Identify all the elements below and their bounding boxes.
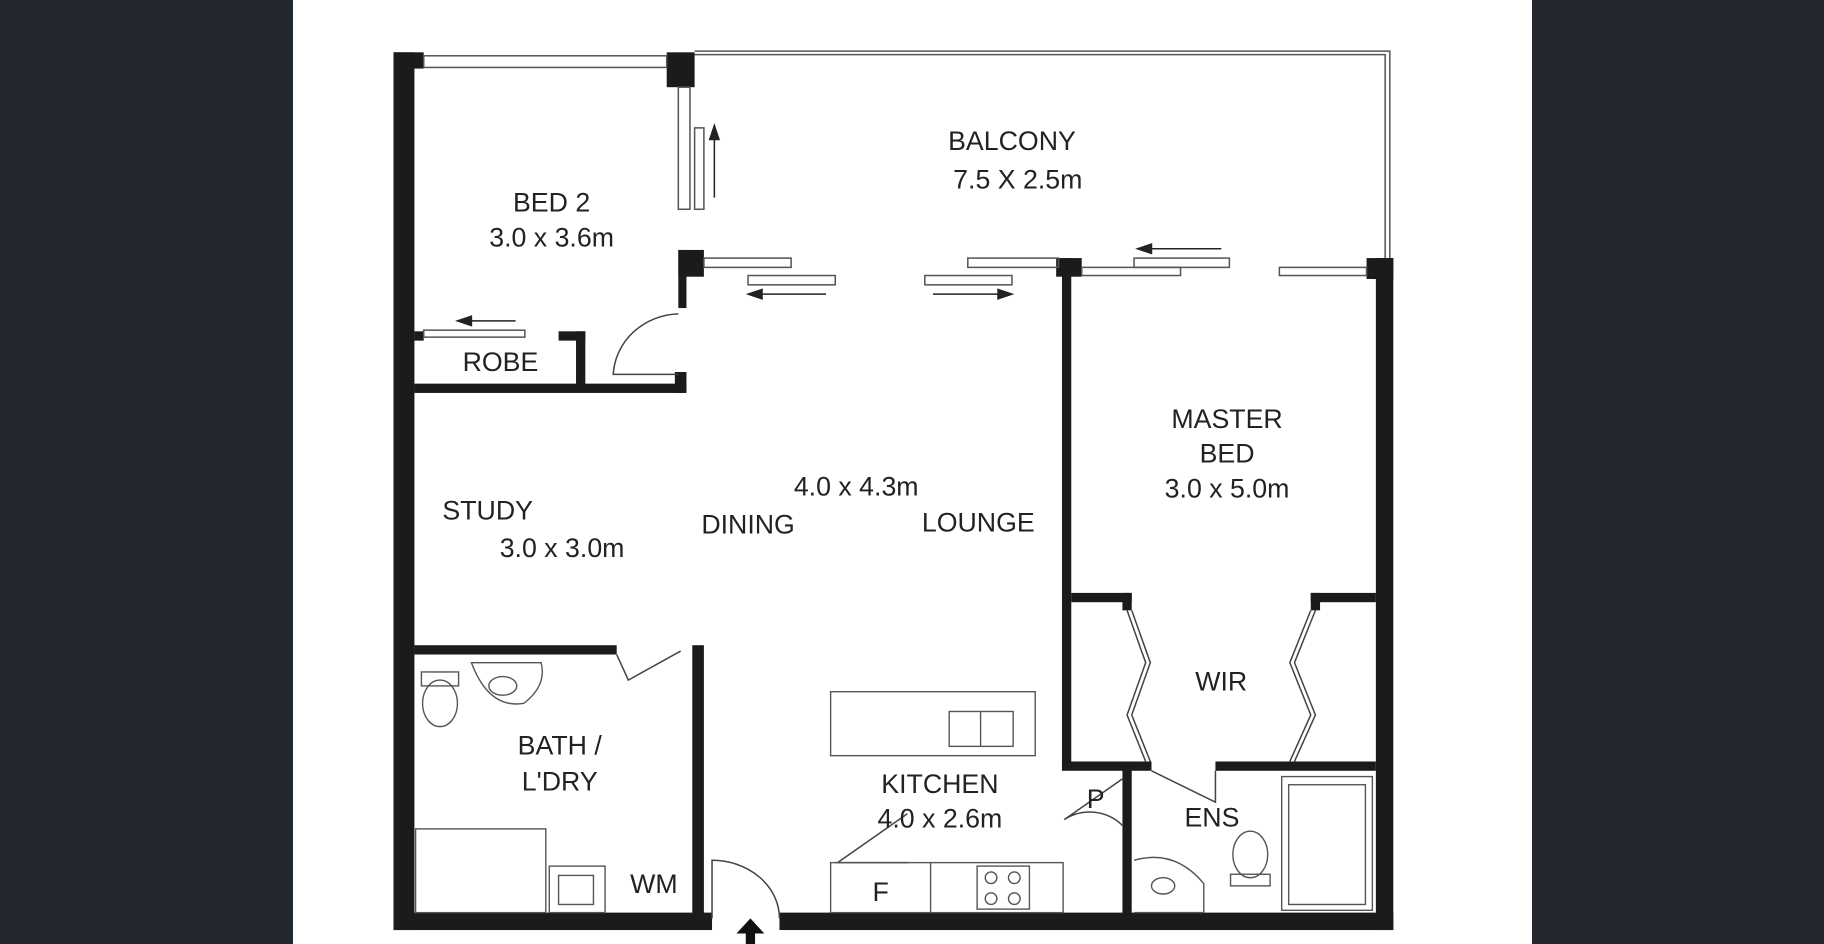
robe-label: ROBE	[463, 347, 539, 377]
kitchen-label: KITCHEN	[881, 769, 998, 799]
washing-machine-label: WM	[630, 869, 677, 899]
windows	[422, 55, 1368, 338]
left-backdrop	[0, 0, 293, 944]
wir-label: WIR	[1195, 667, 1247, 697]
kitchen-dims: 4.0 x 2.6m	[878, 804, 1003, 834]
ensuite-label: ENS	[1184, 803, 1239, 833]
living-dims: 4.0 x 4.3m	[794, 471, 919, 501]
balcony-label: BALCONY	[948, 126, 1076, 156]
walls	[393, 52, 1394, 931]
floor-plan-image	[293, 0, 1532, 944]
pantry-label: P	[1087, 784, 1105, 814]
bath-label-2: L'DRY	[522, 767, 598, 797]
master-dims: 3.0 x 5.0m	[1165, 474, 1290, 504]
master-label-2: BED	[1200, 439, 1255, 469]
fixtures	[414, 661, 1374, 914]
study-label: STUDY	[442, 496, 533, 526]
wir-doors	[1126, 610, 1317, 762]
bed2-label: BED 2	[513, 188, 590, 218]
entry-arrow-icon	[736, 918, 765, 944]
slide-direction-arrows	[455, 123, 1222, 327]
bed2-dims: 3.0 x 3.6m	[489, 222, 614, 252]
dining-label: DINING	[701, 510, 795, 540]
master-label-1: MASTER	[1171, 404, 1282, 434]
balcony-dims: 7.5 X 2.5m	[953, 164, 1082, 194]
balcony-outline	[694, 50, 1391, 259]
right-backdrop	[1532, 0, 1824, 944]
bath-label-1: BATH /	[518, 731, 603, 761]
study-dims: 3.0 x 3.0m	[500, 533, 625, 563]
fridge-label: F	[872, 877, 888, 907]
lounge-label: LOUNGE	[922, 507, 1035, 537]
